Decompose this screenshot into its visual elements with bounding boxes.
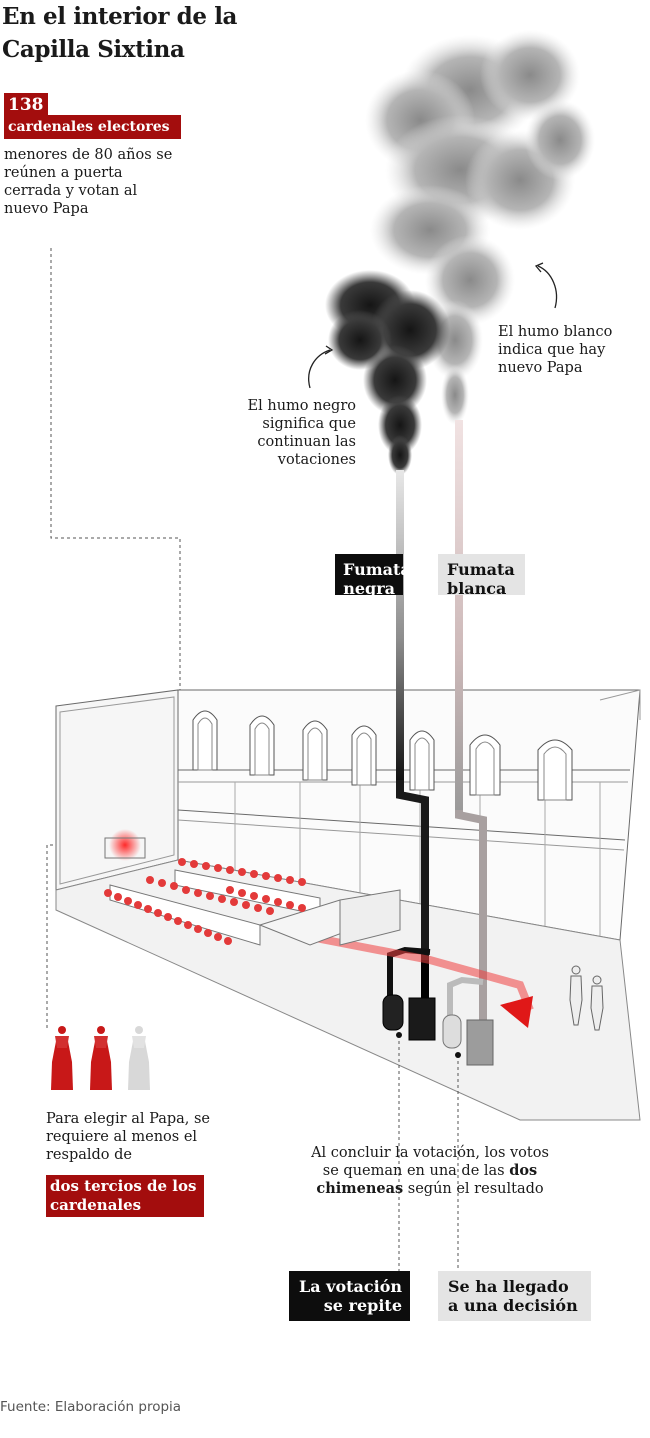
decision-reached-label: Se ha llegado a una decisión: [438, 1271, 591, 1321]
cardinal-figure-grey: [128, 1026, 150, 1090]
fumata-negra-label: Fumata negra: [335, 554, 411, 598]
page-title: En el interior de la Capilla Sixtina: [2, 3, 238, 63]
guard-figures: [569, 965, 604, 1031]
cardinal-tables: [109, 869, 401, 946]
cardinal-figure-red-2: [90, 1026, 112, 1090]
altar-glow: [109, 829, 141, 861]
burning-note-end: según el resultado: [407, 1181, 544, 1197]
white-smoke-note: El humo blanco indica que hay nuevo Papa: [498, 324, 613, 376]
requirement-note: Para elegir al Papa, se requiere al meno…: [46, 1111, 211, 1163]
black-smoke-cloud: [325, 270, 450, 475]
white-note-arrow: [537, 265, 558, 309]
white-smoke-cloud: [365, 30, 595, 425]
stove-white: [442, 1014, 494, 1066]
electors-label-badge: cardenales electores: [4, 115, 181, 139]
cardinal-figure-red-1: [51, 1026, 73, 1090]
fumata-blanca-label: Fumata blanca: [438, 554, 525, 598]
electors-count-badge: 138: [4, 93, 48, 117]
burning-note: Al concluir la votación, los votos se qu…: [310, 1144, 550, 1198]
burning-note-bold: dos chimeneas: [316, 1162, 538, 1197]
stove-black: [382, 994, 436, 1041]
burning-note-start: Al concluir la votación, los votos se qu…: [311, 1145, 549, 1179]
cardinals-seated: [104, 858, 306, 945]
requirement-highlight: dos tercios de los cardenales: [46, 1175, 204, 1217]
white-chimney-pipe: [455, 420, 487, 1020]
chapel-windows: [192, 710, 573, 801]
black-note-arrow: [308, 349, 331, 389]
electors-description: menores de 80 años se reúnen a puerta ce…: [4, 147, 173, 217]
source-credit: Fuente: Elaboración propia: [0, 1399, 182, 1415]
ballot-path-arrow: [299, 931, 534, 1028]
black-smoke-note: El humo negro significa que continuan la…: [247, 398, 356, 468]
vote-repeats-label: La votación se repite: [289, 1271, 410, 1321]
black-chimney-pipe: [396, 470, 429, 1000]
